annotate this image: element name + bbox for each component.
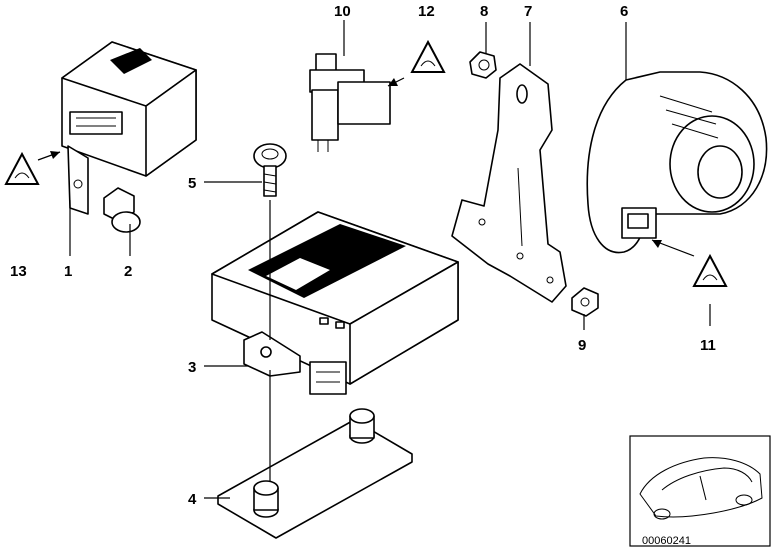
car-thumbnail: 00060241: [629, 435, 771, 547]
part-label-3: 3: [188, 359, 196, 376]
part-label-11: 11: [700, 337, 716, 354]
mounting-bracket: [451, 63, 567, 303]
part-label-1: 1: [64, 263, 72, 280]
siren-horn: [586, 71, 768, 254]
part-label-7: 7: [524, 3, 532, 20]
warning-triangle-icon: [410, 39, 446, 73]
relay-module: [61, 41, 197, 215]
nut-lower: [571, 287, 599, 317]
leader-lines: [69, 20, 711, 499]
push-switch: [309, 53, 391, 152]
part-label-9: 9: [578, 337, 586, 354]
part-label-10: 10: [334, 3, 351, 20]
part-label-8: 8: [480, 3, 488, 20]
cap-nut: [103, 187, 141, 233]
diagram-code: 00060241: [642, 535, 691, 547]
part-label-6: 6: [620, 3, 628, 20]
part-label-2: 2: [124, 263, 132, 280]
warning-triangle-icon: [4, 151, 40, 185]
part-label-5: 5: [188, 175, 196, 192]
mounting-plate: [217, 408, 413, 539]
nut-upper: [469, 51, 497, 79]
part-label-12: 12: [418, 3, 435, 20]
alarm-control-unit: [211, 211, 459, 395]
part-label-13: 13: [10, 263, 27, 280]
part-label-4: 4: [188, 491, 197, 508]
warning-triangle-icon: [692, 253, 728, 287]
torx-screw: [253, 143, 287, 197]
arrows: [37, 77, 695, 257]
